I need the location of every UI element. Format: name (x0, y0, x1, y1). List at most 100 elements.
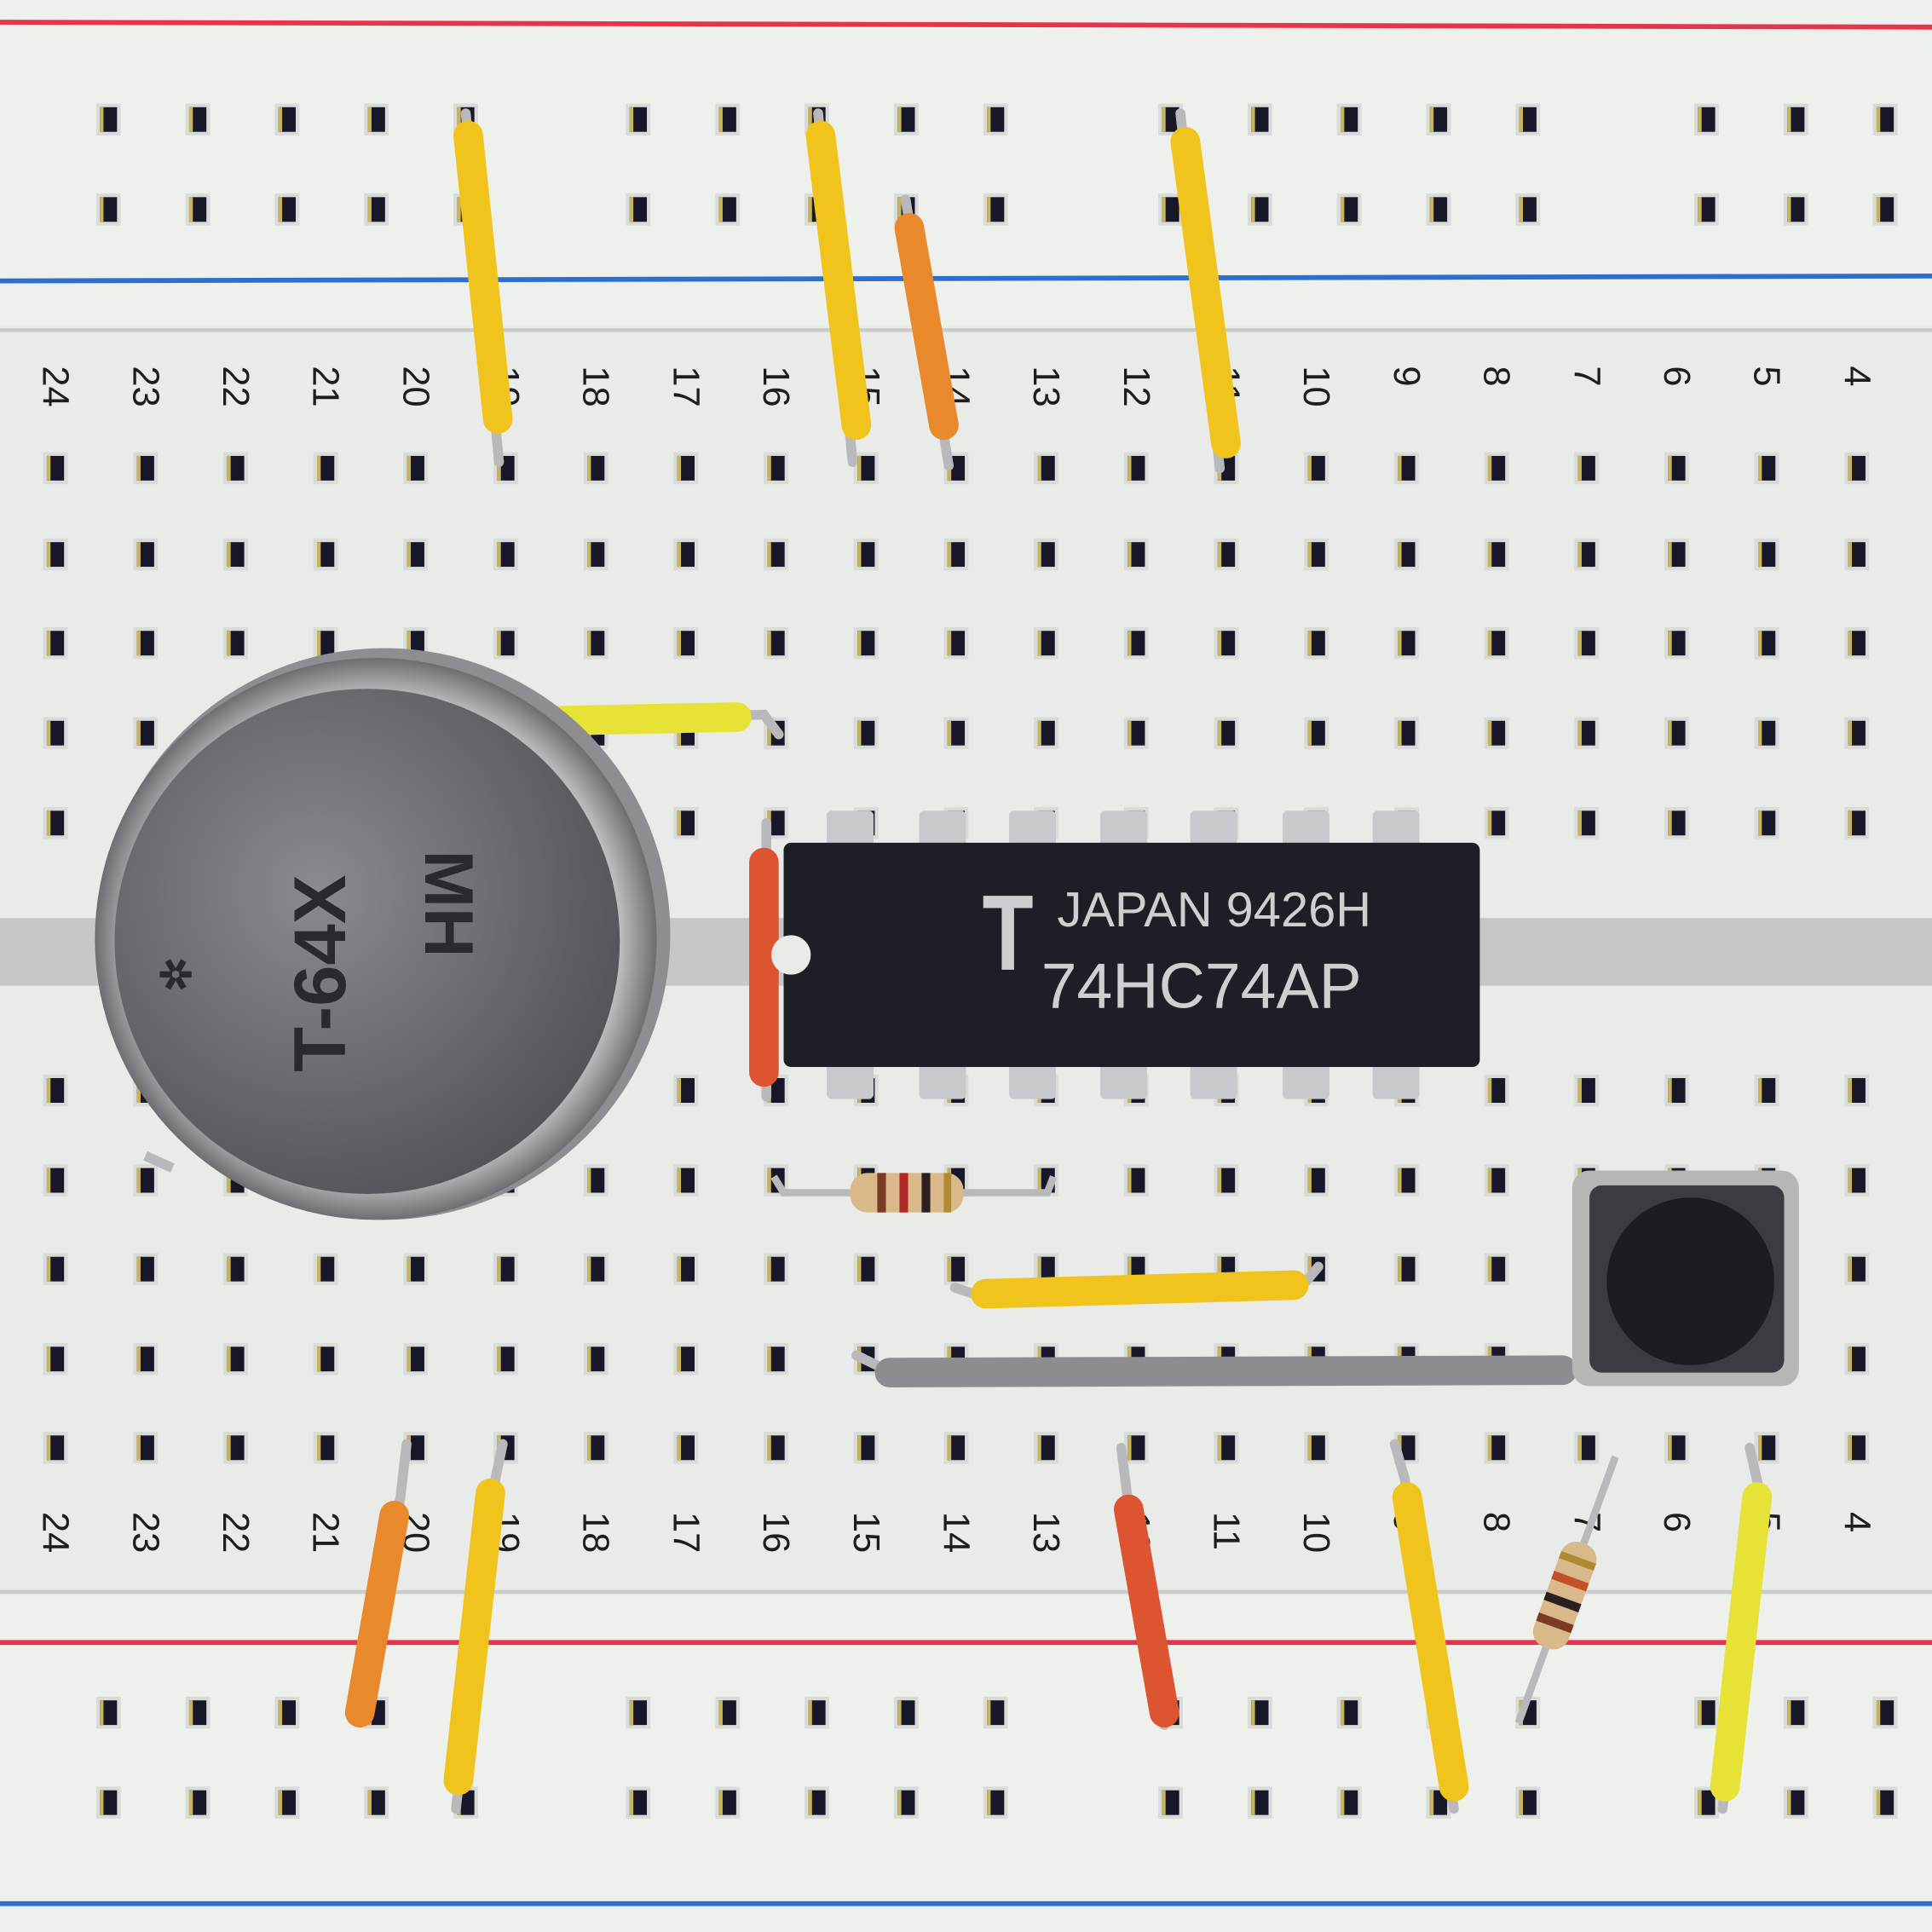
hole[interactable] (46, 1435, 65, 1461)
hole[interactable] (587, 1168, 605, 1193)
hole[interactable] (897, 1790, 915, 1815)
hole[interactable] (677, 631, 695, 656)
hole[interactable] (987, 197, 1005, 222)
hole[interactable] (677, 1435, 695, 1461)
hole[interactable] (227, 455, 245, 481)
hole[interactable] (136, 1168, 154, 1193)
hole[interactable] (1787, 197, 1805, 222)
button-cap[interactable] (1606, 1197, 1774, 1365)
hole[interactable] (718, 1790, 736, 1815)
hole[interactable] (808, 1700, 826, 1726)
hole[interactable] (1848, 720, 1866, 746)
hole[interactable] (857, 1256, 875, 1282)
hole[interactable] (367, 107, 385, 132)
hole[interactable] (947, 1435, 966, 1461)
hole[interactable] (1487, 542, 1506, 568)
hole[interactable] (1577, 810, 1595, 836)
hole[interactable] (1876, 197, 1895, 222)
hole[interactable] (1162, 1790, 1179, 1815)
hole[interactable] (1251, 197, 1269, 222)
hole[interactable] (1307, 1435, 1325, 1461)
hole[interactable] (227, 631, 245, 656)
hole[interactable] (1398, 1256, 1416, 1282)
hole[interactable] (188, 1700, 207, 1726)
hole[interactable] (1037, 1256, 1055, 1282)
hole[interactable] (857, 455, 875, 481)
hole[interactable] (629, 107, 648, 132)
hole[interactable] (587, 1435, 605, 1461)
hole[interactable] (1307, 1168, 1325, 1193)
hole[interactable] (278, 197, 296, 222)
hole[interactable] (947, 631, 966, 656)
hole[interactable] (677, 1168, 695, 1193)
hole[interactable] (587, 542, 605, 568)
hole[interactable] (1217, 542, 1236, 568)
hole[interactable] (407, 631, 424, 656)
hole[interactable] (587, 1256, 605, 1282)
hole[interactable] (136, 1347, 154, 1372)
hole[interactable] (1162, 197, 1179, 222)
hole[interactable] (46, 631, 65, 656)
hole[interactable] (278, 107, 296, 132)
hole[interactable] (46, 1078, 65, 1103)
hole[interactable] (407, 542, 424, 568)
hole[interactable] (46, 1256, 65, 1282)
hole[interactable] (1127, 542, 1145, 568)
hole[interactable] (1487, 1168, 1506, 1193)
hole[interactable] (407, 1256, 424, 1282)
hole[interactable] (1127, 1435, 1145, 1461)
hole[interactable] (1757, 810, 1776, 836)
hole[interactable] (987, 1700, 1005, 1726)
hole[interactable] (1487, 1256, 1506, 1282)
hole[interactable] (677, 1078, 695, 1103)
hole[interactable] (897, 1700, 915, 1726)
hole[interactable] (1037, 631, 1055, 656)
hole[interactable] (1577, 1435, 1595, 1461)
hole[interactable] (1341, 197, 1358, 222)
hole[interactable] (227, 1435, 245, 1461)
hole[interactable] (407, 1347, 424, 1372)
hole[interactable] (1848, 455, 1866, 481)
hole[interactable] (1577, 542, 1595, 568)
hole[interactable] (1757, 1078, 1776, 1103)
hole[interactable] (947, 1256, 966, 1282)
hole[interactable] (497, 1256, 515, 1282)
hole[interactable] (1251, 1790, 1269, 1815)
hole[interactable] (947, 542, 966, 568)
hole[interactable] (1876, 1790, 1895, 1815)
hole[interactable] (100, 1700, 118, 1726)
hole[interactable] (1398, 631, 1416, 656)
hole[interactable] (1217, 1435, 1236, 1461)
hole[interactable] (278, 1790, 296, 1815)
hole[interactable] (1668, 631, 1686, 656)
hole[interactable] (857, 1435, 875, 1461)
hole[interactable] (587, 455, 605, 481)
hole[interactable] (1757, 1435, 1776, 1461)
hole[interactable] (317, 1347, 335, 1372)
hole[interactable] (1398, 720, 1416, 746)
hole[interactable] (317, 542, 335, 568)
hole[interactable] (1787, 1790, 1805, 1815)
hole[interactable] (278, 1700, 296, 1726)
hole[interactable] (1876, 1700, 1895, 1726)
hole[interactable] (1217, 720, 1236, 746)
hole[interactable] (227, 542, 245, 568)
hole[interactable] (1398, 542, 1416, 568)
hole[interactable] (587, 631, 605, 656)
hole[interactable] (1487, 455, 1506, 481)
hole[interactable] (1698, 1700, 1716, 1726)
hole[interactable] (767, 542, 785, 568)
hole[interactable] (677, 810, 695, 836)
hole[interactable] (1341, 107, 1358, 132)
hole[interactable] (808, 1790, 826, 1815)
hole[interactable] (677, 1256, 695, 1282)
hole[interactable] (46, 455, 65, 481)
hole[interactable] (1217, 631, 1236, 656)
hole[interactable] (1341, 1790, 1358, 1815)
hole[interactable] (1698, 107, 1716, 132)
hole[interactable] (1577, 720, 1595, 746)
hole[interactable] (767, 631, 785, 656)
hole[interactable] (1429, 197, 1448, 222)
hole[interactable] (407, 1435, 424, 1461)
hole[interactable] (46, 1347, 65, 1372)
